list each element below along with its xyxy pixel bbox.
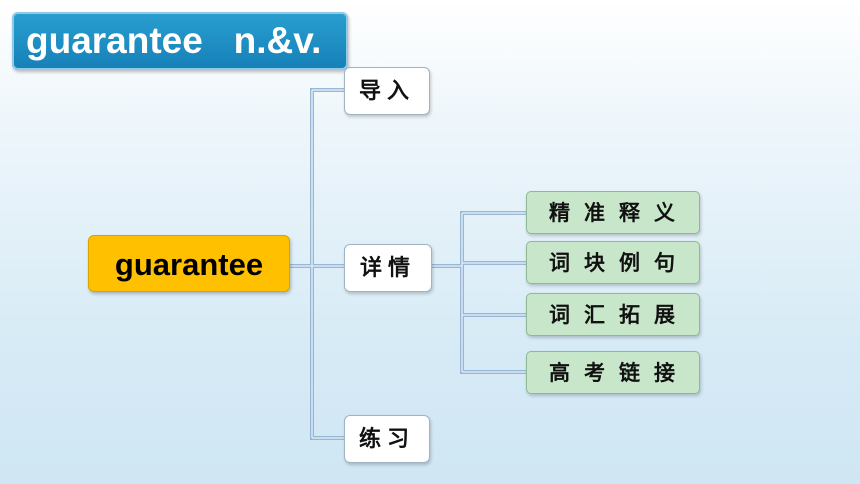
branch-intro-button[interactable]: 导入 — [344, 67, 430, 115]
detail-exam-link-button[interactable]: 高考链接 — [526, 351, 700, 394]
root-node-guarantee[interactable]: guarantee — [88, 235, 290, 292]
page-title: guarantee n.&v. — [12, 12, 348, 70]
branch-details-button[interactable]: 详情 — [344, 244, 432, 292]
branch-practice-button[interactable]: 练习 — [344, 415, 430, 463]
detail-phrase-examples-button[interactable]: 词块例句 — [526, 241, 700, 284]
detail-precise-definition-button[interactable]: 精准释义 — [526, 191, 700, 234]
detail-vocabulary-expansion-button[interactable]: 词汇拓展 — [526, 293, 700, 336]
